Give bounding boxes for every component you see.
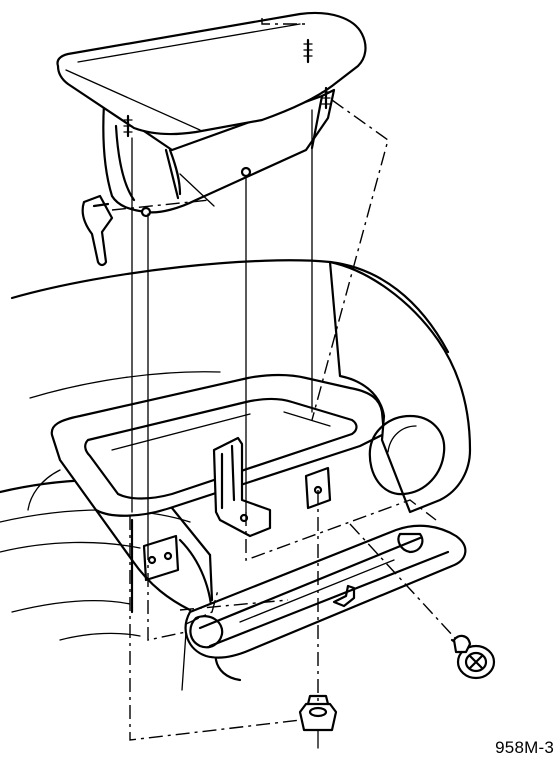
bin-stud-center <box>240 166 252 178</box>
clip-nut <box>298 694 338 749</box>
alignment-lines <box>111 18 467 741</box>
bracket-hole <box>239 513 249 523</box>
console-housing <box>27 260 472 691</box>
bin-stud-left <box>140 206 152 218</box>
storage-bin <box>81 88 336 267</box>
reference-code-label: 958M-3 <box>495 738 554 757</box>
hinge-bracket <box>142 436 332 582</box>
front-trim-panel <box>184 524 467 659</box>
push-pin-retainer <box>450 634 496 680</box>
latch-striker <box>332 584 356 608</box>
lid-stud-right <box>321 86 331 110</box>
bin-side-clip <box>81 194 114 267</box>
lid-stud-rear <box>303 38 313 64</box>
lid-stud-front-left <box>123 114 133 138</box>
armrest-lid <box>56 11 367 218</box>
